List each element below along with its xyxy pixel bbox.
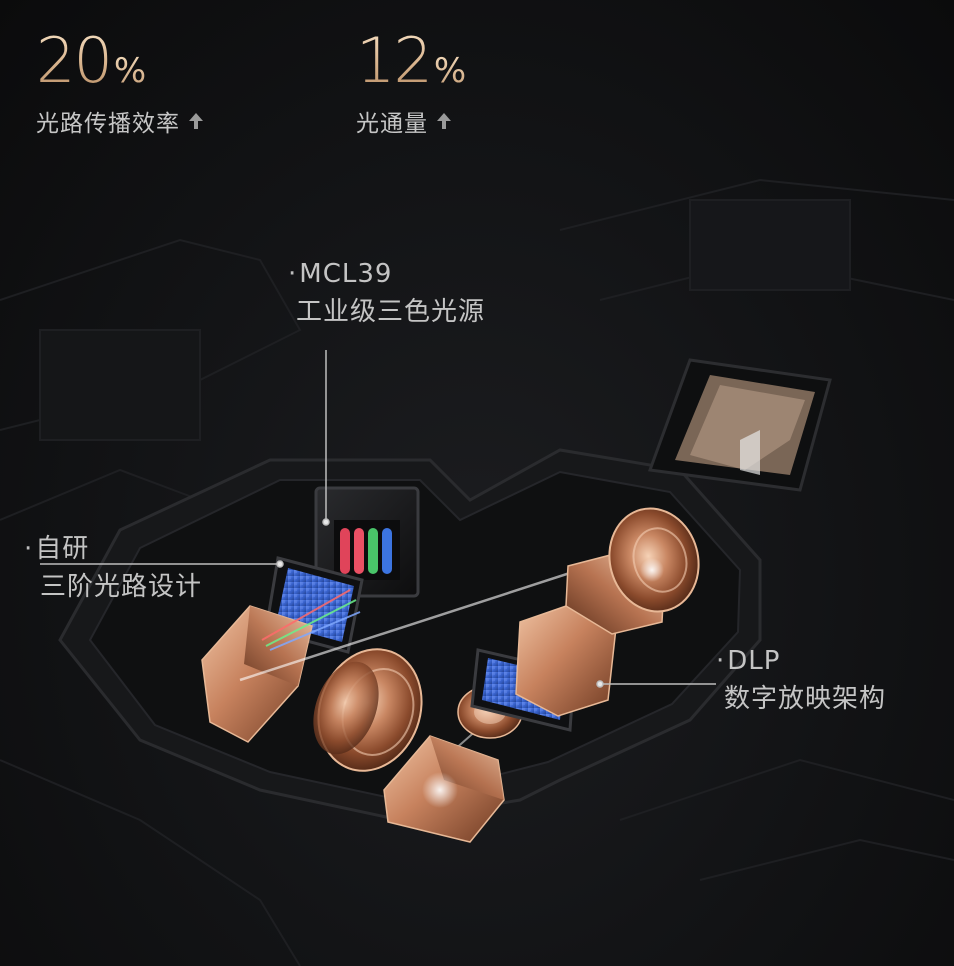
callout-optical-path: ·自研 三阶光路设计 [24,530,202,606]
arrow-up-icon [437,113,451,129]
stat-label: 光路传播效率 [36,111,180,137]
stat-luminous-flux: 12 % 光通量 [356,30,466,138]
callout-dlp: ·DLP 数字放映架构 [716,642,886,718]
stat-unit: % [433,51,467,91]
callout-light-source: ·MCL39 工业级三色光源 [288,255,485,331]
stat-unit: % [113,51,147,91]
stat-value: 12 [356,24,433,97]
callout-optical-path-desc: 三阶光路设计 [40,572,203,602]
board-texture [0,178,954,966]
callout-light-source-title: MCL39 [299,259,393,289]
callout-optical-path-title: 自研 [35,534,90,564]
arrow-up-icon [189,113,203,129]
callout-leaders [40,350,716,688]
stat-value: 20 [36,24,113,97]
callout-light-source-desc: 工业级三色光源 [296,297,486,327]
upper-window [647,358,832,492]
stat-label: 光通量 [356,111,428,137]
lens-center [313,648,423,772]
callout-dlp-title: DLP [727,646,781,676]
prism-bottom [383,735,505,843]
lens-right [608,507,700,613]
light-source-module [314,486,420,598]
stat-efficiency: 20 % 光路传播效率 [36,30,204,138]
callout-dlp-desc: 数字放映架构 [724,684,887,714]
